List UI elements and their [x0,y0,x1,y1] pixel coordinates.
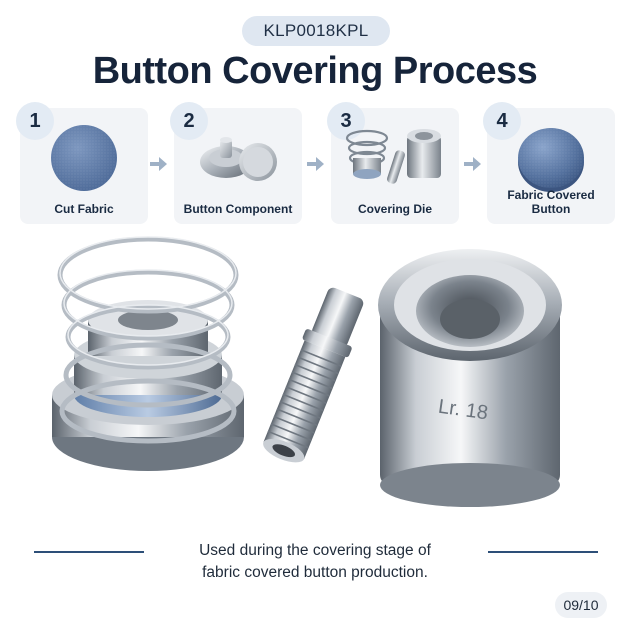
divider-left [34,551,144,553]
step-label-4: Fabric Covered Button [507,188,595,216]
step-number-2: 2 [170,102,208,140]
fabric-disc-icon [51,125,117,191]
step-card-4: 4 Fabric Covered Button [483,102,615,224]
covering-die-icon [345,129,441,184]
caption: Used during the covering stage of fabric… [150,540,480,584]
step-card-1: 1 Cut Fabric [16,102,148,224]
covering-die-product-image: Lr. 18 [52,236,562,507]
step-label-1: Cut Fabric [54,202,114,216]
page-indicator: 09/10 [555,592,607,618]
button-component-icon [200,137,277,181]
arrow-right-icon [307,157,324,171]
step-label-3: Covering Die [357,202,432,216]
arrow-right-icon [464,157,481,171]
caption-line-1: Used during the covering stage of [199,542,431,559]
step-number-4: 4 [483,102,521,140]
covered-button-icon [518,128,584,192]
threaded-pin [263,287,364,463]
product-code-badge: KLP0018KPL [242,16,390,46]
step-card-3: 3 Covering Die [327,102,459,224]
page-title: Button Covering Process [92,50,538,92]
divider-right [488,551,598,553]
caption-line-2: fabric covered button production. [202,564,428,581]
step-number-1: 1 [16,102,54,140]
step-label-2: Button Component [183,202,293,216]
step-card-2: 2 Button Component [170,102,302,224]
step-number-3: 3 [327,102,365,140]
die-cup [378,249,562,507]
arrow-right-icon [150,157,167,171]
